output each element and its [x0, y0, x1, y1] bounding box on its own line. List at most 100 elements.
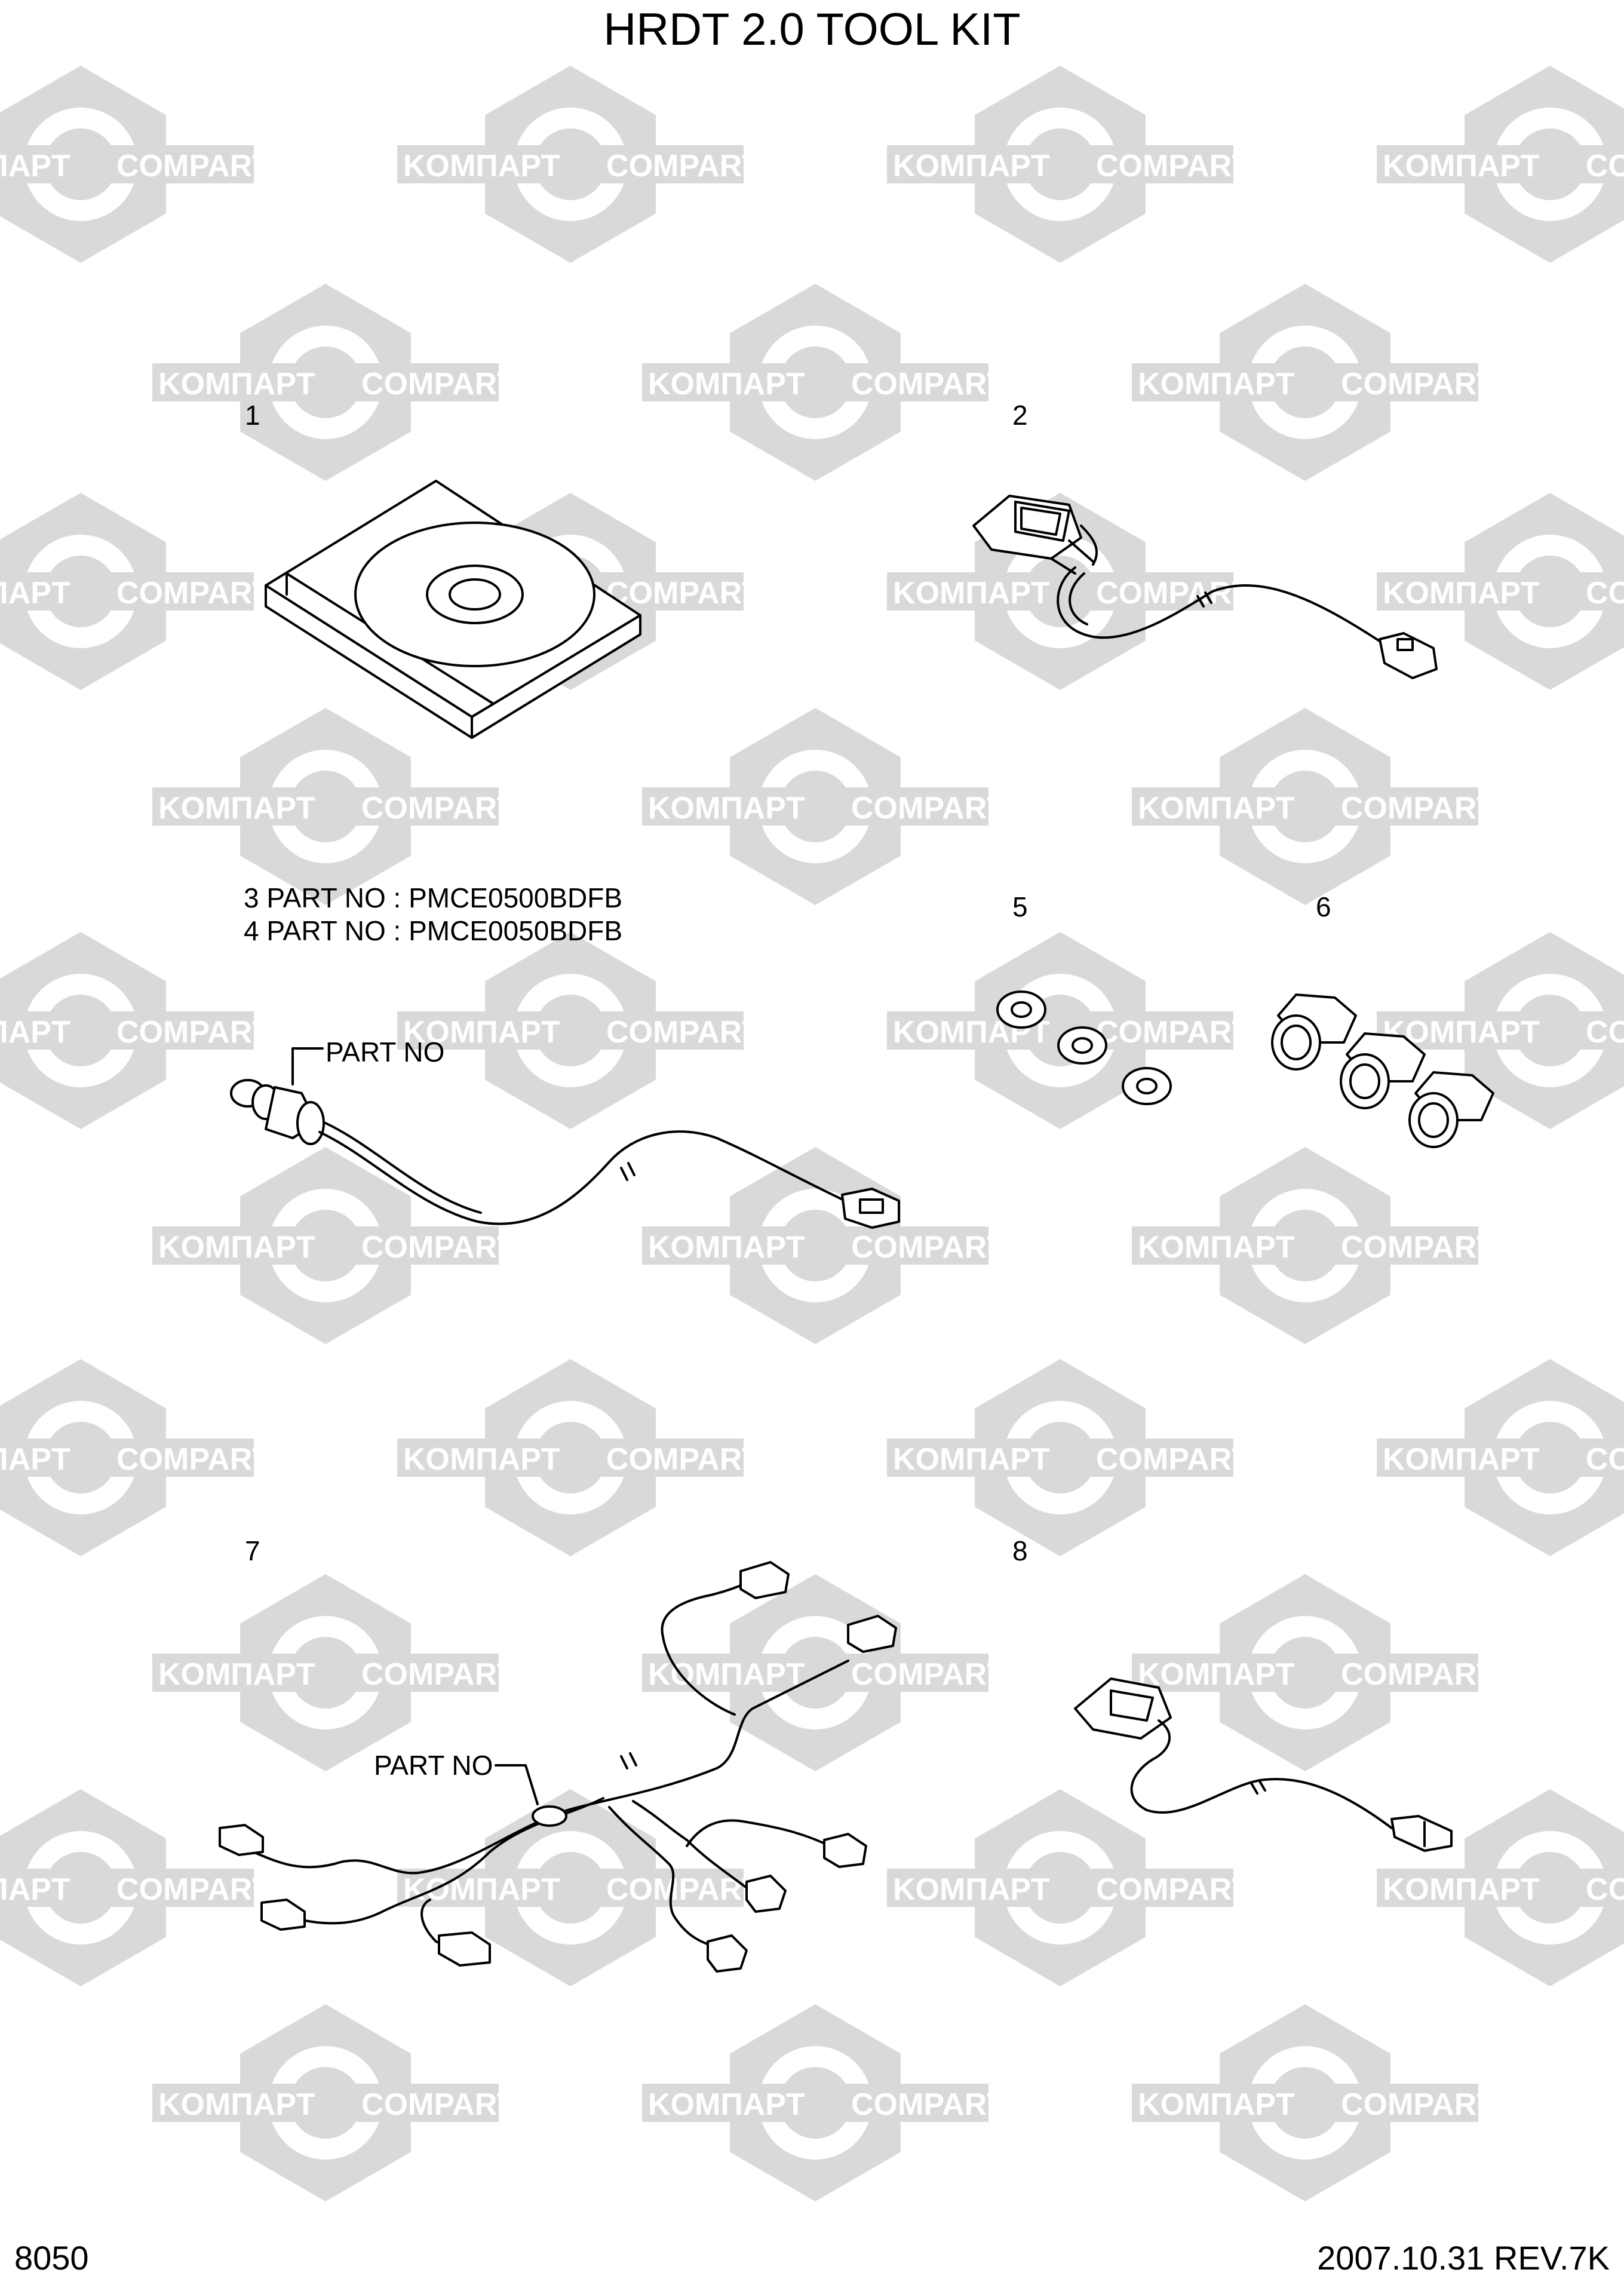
svg-text:KOMПAPT: KOMПAPT [1138, 2087, 1295, 2122]
svg-text:KOMПAPT: KOMПAPT [1138, 367, 1295, 401]
svg-text:COMPART: COMPART [116, 1442, 271, 1477]
callout-item-8: 8 [1012, 1535, 1028, 1566]
callout-item-7: 7 [245, 1535, 260, 1566]
watermark-logo: KOMПAPT COMPART [152, 284, 516, 481]
svg-text:COMPART: COMPART [606, 1015, 761, 1050]
svg-text:COMPART: COMPART [606, 1442, 761, 1477]
svg-text:COMPART: COMPART [851, 367, 1006, 401]
item8-usb-cable-drawing [1074, 1677, 1453, 1852]
svg-text:COMPART: COMPART [851, 1230, 1006, 1265]
svg-text:KOMПAPT: KOMПAPT [1138, 791, 1295, 826]
watermark-logo: KOMПAPT COMPART [887, 1359, 1251, 1556]
watermark-logo: KOMПAPT COMPART [642, 2004, 1006, 2201]
svg-text:KOMПAPT: KOMПAPT [403, 1015, 560, 1050]
svg-text:COMPART: COMPART [1586, 1872, 1624, 1907]
svg-text:COMPART: COMPART [116, 1015, 271, 1050]
svg-text:KOMПAPT: KOMПAPT [158, 1230, 315, 1265]
svg-text:KOMПAPT: KOMПAPT [158, 367, 315, 401]
item6-nuts-drawing [1271, 993, 1494, 1148]
svg-text:COMPART: COMPART [1341, 1657, 1496, 1692]
svg-text:COMPART: COMPART [1096, 576, 1251, 611]
svg-text:COMPART: COMPART [1096, 1442, 1251, 1477]
svg-text:KOMПAPT: KOMПAPT [648, 2087, 805, 2122]
svg-text:COMPART: COMPART [361, 2087, 516, 2122]
page-number: 8050 [14, 2239, 89, 2277]
item7-main-harness-drawing [219, 1561, 897, 1973]
svg-text:COMPART: COMPART [1341, 1230, 1496, 1265]
part-no-label-sensor: PART NO [326, 1036, 445, 1068]
item3-4-sensor-harness-drawing [230, 1047, 900, 1229]
svg-text:COMPART: COMPART [361, 791, 516, 826]
svg-text:KOMПAPT: KOMПAPT [1383, 576, 1540, 611]
svg-text:COMPART: COMPART [361, 367, 516, 401]
watermark-logo: KOMПAPT COMPART [0, 932, 271, 1129]
part-number-note-3: 3 PART NO : PMCE0500BDFB [244, 882, 623, 913]
part-no-label-harness: PART NO [374, 1750, 493, 1781]
watermark-logo: KOMПAPT COMPART [642, 284, 1006, 481]
watermark-logo: KOMПAPT COMPART [152, 2004, 516, 2201]
svg-text:KOMПAPT: KOMПAPT [648, 1657, 805, 1692]
svg-text:KOMПAPT: KOMПAPT [1383, 1442, 1540, 1477]
watermark-logo: KOMПAPT COMPART [1377, 1359, 1624, 1556]
svg-text:KOMПAPT: KOMПAPT [1383, 149, 1540, 183]
item1-cd-case-drawing [265, 480, 641, 739]
svg-text:COMPART: COMPART [1586, 149, 1624, 183]
svg-text:COMPART: COMPART [1586, 1015, 1624, 1050]
svg-text:KOMПAPT: KOMПAPT [403, 149, 560, 183]
svg-text:COMPART: COMPART [361, 1657, 516, 1692]
page-title: HRDT 2.0 TOOL KIT [603, 4, 1021, 55]
svg-text:KOMПAPT: KOMПAPT [1138, 1230, 1295, 1265]
svg-text:KOMПAPT: KOMПAPT [1383, 1872, 1540, 1907]
svg-text:KOMПAPT: KOMПAPT [403, 1442, 560, 1477]
svg-text:COMPART: COMPART [851, 2087, 1006, 2122]
watermark-logo: KOMПAPT COMPART [887, 66, 1251, 263]
watermark-logo: KOMПAPT COMPART [1132, 284, 1496, 481]
watermark-logo: KOMПAPT COMPART [1132, 708, 1496, 905]
svg-text:COMPART: COMPART [1341, 2087, 1496, 2122]
watermark-logo: KOMПAPT COMPART [1377, 1789, 1624, 1986]
watermark-logo: KOMПAPT COMPART [152, 708, 516, 905]
svg-text:KOMПAPT: KOMПAPT [158, 791, 315, 826]
svg-text:KOMПAPT: KOMПAPT [893, 1872, 1050, 1907]
svg-text:COMPART: COMPART [1096, 1015, 1251, 1050]
watermark-logo: KOMПAPT COMPART [1132, 1147, 1496, 1344]
watermark-logo: KOMПAPT COMPART [397, 932, 761, 1129]
date-revision: 2007.10.31 REV.7K [1317, 2239, 1610, 2277]
svg-text:KOMПAPT: KOMПAPT [158, 2087, 315, 2122]
svg-text:COMPART: COMPART [116, 1872, 271, 1907]
svg-text:COMPART: COMPART [1341, 367, 1496, 401]
callout-item-2: 2 [1012, 400, 1028, 431]
svg-text:KOMПAPT: KOMПAPT [893, 576, 1050, 611]
svg-text:KOMПAPT: KOMПAPT [0, 1872, 70, 1907]
watermark-logo: KOMПAPT COMPART [397, 66, 761, 263]
svg-text:KOMПAPT: KOMПAPT [0, 1442, 70, 1477]
watermark-logo: KOMПAPT COMPART [0, 1359, 271, 1556]
svg-text:KOMПAPT: KOMПAPT [0, 1015, 70, 1050]
svg-text:KOMПAPT: KOMПAPT [893, 149, 1050, 183]
svg-text:KOMПAPT: KOMПAPT [0, 576, 70, 611]
svg-text:KOMПAPT: KOMПAPT [893, 1442, 1050, 1477]
svg-text:COMPART: COMPART [1096, 149, 1251, 183]
svg-text:KOMПAPT: KOMПAPT [648, 367, 805, 401]
watermark-logo: KOMПAPT COMPART [397, 1359, 761, 1556]
svg-text:KOMПAPT: KOMПAPT [648, 1230, 805, 1265]
svg-text:COMPART: COMPART [851, 791, 1006, 826]
part-number-note-4: 4 PART NO : PMCE0050BDFB [244, 915, 623, 946]
callout-item-1: 1 [245, 400, 260, 431]
watermark-logo: KOMПAPT COMPART [1132, 2004, 1496, 2201]
svg-text:COMPART: COMPART [606, 149, 761, 183]
svg-text:COMPART: COMPART [606, 576, 761, 611]
svg-text:COMPART: COMPART [1586, 1442, 1624, 1477]
item5-washers-drawing [996, 990, 1172, 1105]
svg-text:COMPART: COMPART [1341, 791, 1496, 826]
svg-text:COMPART: COMPART [851, 1657, 1006, 1692]
